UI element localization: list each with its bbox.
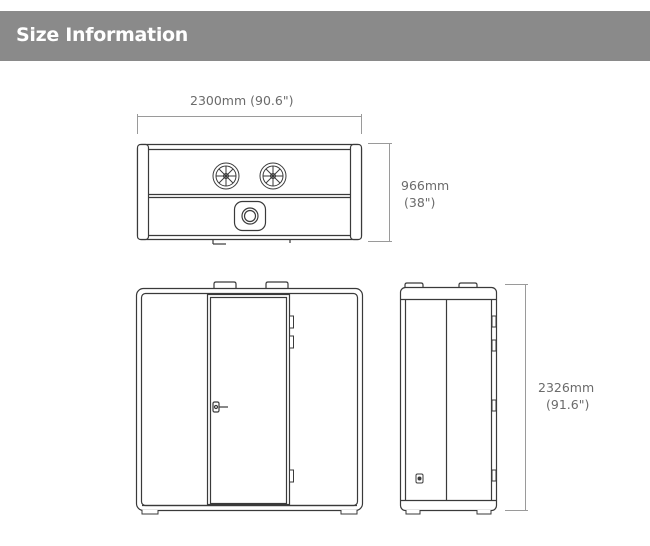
height-dimension-mm-label: 2326mm — [538, 380, 595, 395]
width-dimension-line — [137, 114, 362, 134]
door-hinge-icons — [289, 315, 294, 483]
power-socket-icon — [415, 473, 424, 484]
depth-dimension-line — [368, 143, 392, 242]
height-dimension-in-label: (91.6") — [546, 397, 590, 412]
door-handle-icon — [212, 401, 228, 413]
booth-top-view — [136, 143, 363, 245]
side-hinge-icons — [491, 315, 497, 482]
fan-right-icon — [259, 162, 287, 190]
section-title: Size Information — [16, 24, 189, 46]
booth-side-view — [399, 282, 498, 515]
fan-left-icon — [212, 162, 240, 190]
depth-dimension-mm-label: 966mm — [401, 178, 450, 193]
width-dimension-label: 2300mm (90.6") — [190, 93, 294, 108]
booth-front-view — [135, 281, 364, 515]
light-fixture-icon — [233, 200, 267, 232]
depth-dimension-in-label: (38") — [404, 195, 436, 210]
section-header: Size Information — [0, 11, 650, 61]
height-dimension-line — [505, 284, 528, 511]
